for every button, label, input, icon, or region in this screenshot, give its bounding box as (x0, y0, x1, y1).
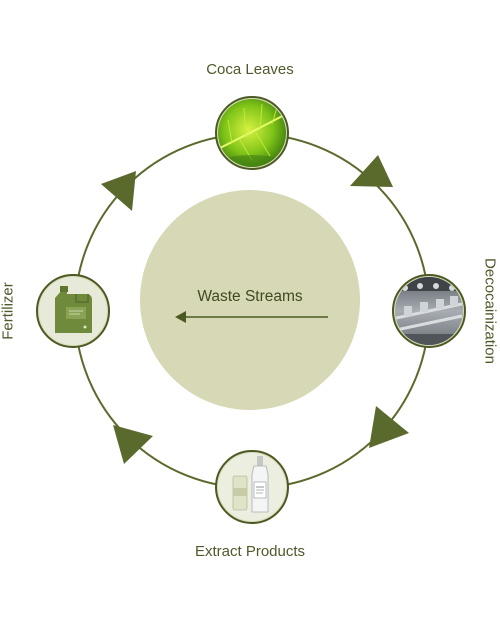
factory-equipment-photo (395, 277, 463, 345)
leaf-photo (218, 99, 286, 167)
waste-streams-label: Waste Streams (197, 288, 303, 305)
cycle-arrow-bottom-left-icon (113, 425, 153, 464)
extract-products-node (215, 450, 289, 524)
bottles-photo (218, 453, 286, 521)
coca-leaf-node (215, 96, 289, 170)
fertilizer-label: Fertilizer (0, 282, 17, 340)
cycle-arrow-bottom-right-icon (369, 406, 409, 448)
extract-products-label: Extract Products (194, 543, 306, 560)
coca-leaves-label: Coca Leaves (206, 61, 294, 78)
cycle-arrow-top-right-icon (350, 155, 393, 187)
jerrycan-photo (39, 277, 107, 345)
cycle-arrow-top-left-icon (101, 171, 136, 211)
decocainization-label: Decocainization (481, 258, 499, 364)
center-circle (140, 190, 360, 410)
left-arrow-icon (175, 311, 328, 323)
decocainization-node (392, 274, 466, 348)
fertilizer-node (36, 274, 110, 348)
